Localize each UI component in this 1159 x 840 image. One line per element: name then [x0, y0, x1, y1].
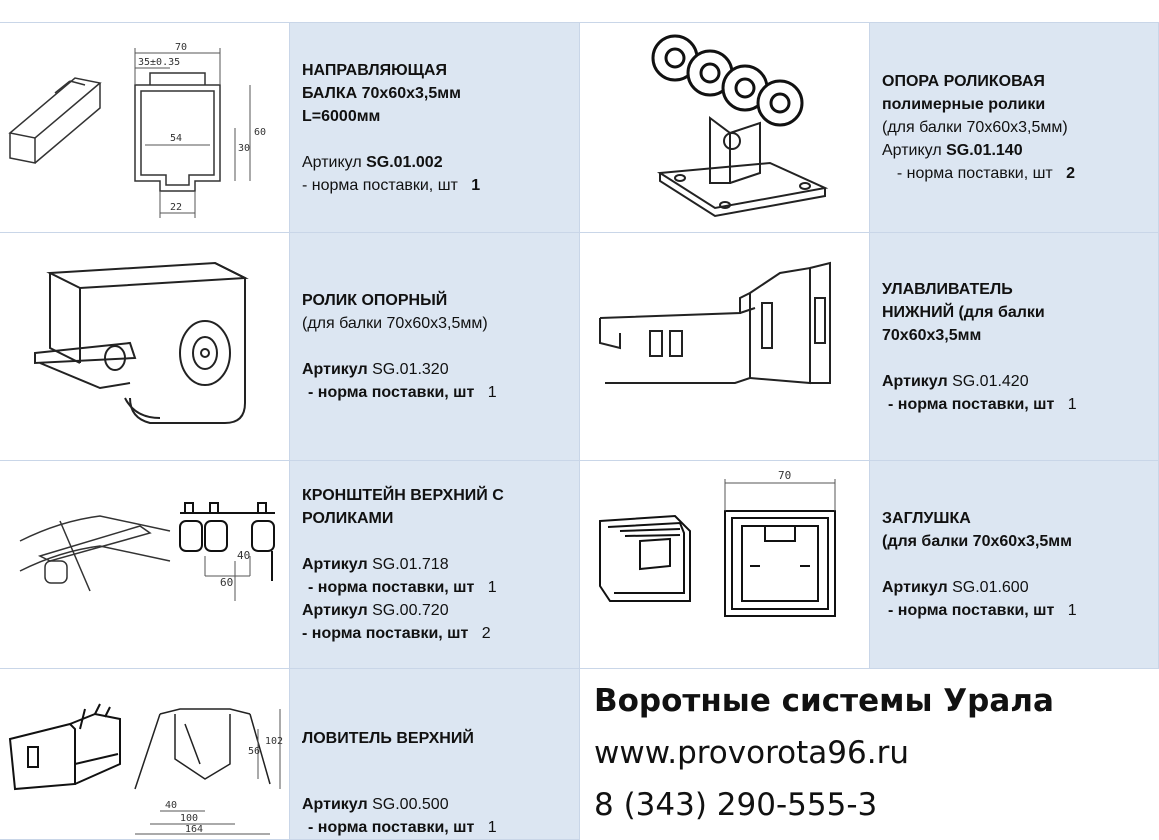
item-article: Артикул SG.01.002	[302, 153, 443, 171]
item-qty: - норма поставки, шт 1	[308, 579, 497, 596]
item-title-line: 70х60х3,5мм	[882, 326, 982, 344]
item-title-line: (для балки 70х60х3,5мм	[882, 533, 1072, 550]
top-border	[0, 22, 1159, 23]
company-info: Воротные системы Урала www.provorota96.r…	[580, 669, 1159, 840]
item-guide-beam: НАПРАВЛЯЮЩАЯ БАЛКА 70х60х3,5мм L=6000мм …	[290, 23, 580, 233]
drawing-guide-beam: 70 35±0.35 54 22 30 60	[0, 23, 290, 233]
item-qty: - норма поставки, шт 1	[302, 176, 481, 194]
item-title-line: КРОНШТЕЙН ВЕРХНИЙ С	[302, 487, 504, 504]
drawing-bottom-catcher	[580, 233, 870, 461]
company-website[interactable]: www.provorota96.ru	[594, 735, 909, 771]
item-article: Артикул SG.01.140	[882, 142, 1023, 159]
item-article: Артикул SG.01.600	[882, 579, 1029, 596]
item-title-line: БАЛКА 70х60х3,5мм	[302, 84, 461, 102]
dim-40: 40	[237, 549, 250, 562]
catalog-grid: 70 35±0.35 54 22 30 60 НАПРАВЛЯЮЩАЯ БАЛК…	[0, 23, 1159, 840]
item-qty: - норма поставки, шт 1	[308, 384, 497, 401]
dim-56: 56	[248, 746, 260, 757]
dim-164: 164	[185, 824, 203, 835]
dim-102: 102	[265, 736, 283, 747]
dim-70: 70	[778, 469, 791, 482]
item-title-line: ЛОВИТЕЛЬ ВЕРХНИЙ	[302, 730, 474, 747]
drawing-top-bracket: 40 60	[0, 461, 290, 669]
item-title-line: ОПОРА РОЛИКОВАЯ	[882, 73, 1045, 90]
item-title-line: НАПРАВЛЯЮЩАЯ	[302, 61, 447, 79]
item-title-line: УЛАВЛИВАТЕЛЬ	[882, 280, 1013, 298]
item-qty: - норма поставки, шт 1	[308, 819, 497, 836]
item-article: Артикул SG.01.320	[302, 361, 449, 378]
dim-40: 40	[165, 800, 177, 811]
item-subtitle-line: (для балки 70х60х3,5мм)	[882, 119, 1068, 136]
dim-100: 100	[180, 813, 198, 824]
item-top-bracket: КРОНШТЕЙН ВЕРХНИЙ С РОЛИКАМИ Артикул SG.…	[290, 461, 580, 669]
item-subtitle-line: (для балки 70х60х3,5мм)	[302, 315, 488, 332]
item-qty: - норма поставки, шт 2	[896, 165, 1075, 182]
item-title-line: РОЛИКАМИ	[302, 510, 394, 527]
item-title-line: ЗАГЛУШКА	[882, 510, 971, 527]
item-qty: - норма поставки, шт 1	[888, 395, 1077, 413]
item-qty-2: - норма поставки, шт 2	[302, 625, 491, 642]
company-phone[interactable]: 8 (343) 290-555-3	[594, 787, 878, 823]
company-name: Воротные системы Урала	[594, 683, 1054, 719]
item-article: Артикул SG.01.420	[882, 372, 1029, 390]
item-qty: - норма поставки, шт 1	[888, 602, 1077, 619]
drawing-end-cap: 70	[580, 461, 870, 669]
item-title-line: L=6000мм	[302, 107, 381, 125]
item-top-catcher: ЛОВИТЕЛЬ ВЕРХНИЙ Артикул SG.00.500 - нор…	[290, 669, 580, 840]
item-roller-carriage: ОПОРА РОЛИКОВАЯ полимерные ролики (для б…	[870, 23, 1159, 233]
dim-54: 54	[170, 133, 182, 144]
dim-35: 35±0.35	[138, 57, 180, 68]
drawing-top-catcher: 40 100 164 56 102	[0, 669, 290, 840]
item-title-line: НИЖНИЙ (для балки	[882, 303, 1045, 321]
item-article: Артикул SG.01.718	[302, 556, 449, 573]
item-article-2: Артикул SG.00.720	[302, 602, 449, 619]
item-bottom-catcher: УЛАВЛИВАТЕЛЬ НИЖНИЙ (для балки 70х60х3,5…	[870, 233, 1159, 461]
drawing-roller-carriage	[580, 23, 870, 233]
item-end-cap: ЗАГЛУШКА (для балки 70х60х3,5мм Артикул …	[870, 461, 1159, 669]
dim-60: 60	[254, 127, 266, 138]
item-support-roller: РОЛИК ОПОРНЫЙ (для балки 70х60х3,5мм) Ар…	[290, 233, 580, 461]
dim-70: 70	[175, 42, 187, 53]
dim-60: 60	[220, 576, 233, 589]
drawing-support-roller	[0, 233, 290, 461]
item-article: Артикул SG.00.500	[302, 796, 449, 813]
dim-30: 30	[238, 143, 250, 154]
dim-22: 22	[170, 202, 182, 213]
item-subtitle-line: полимерные ролики	[882, 96, 1046, 113]
item-title-line: РОЛИК ОПОРНЫЙ	[302, 292, 448, 309]
